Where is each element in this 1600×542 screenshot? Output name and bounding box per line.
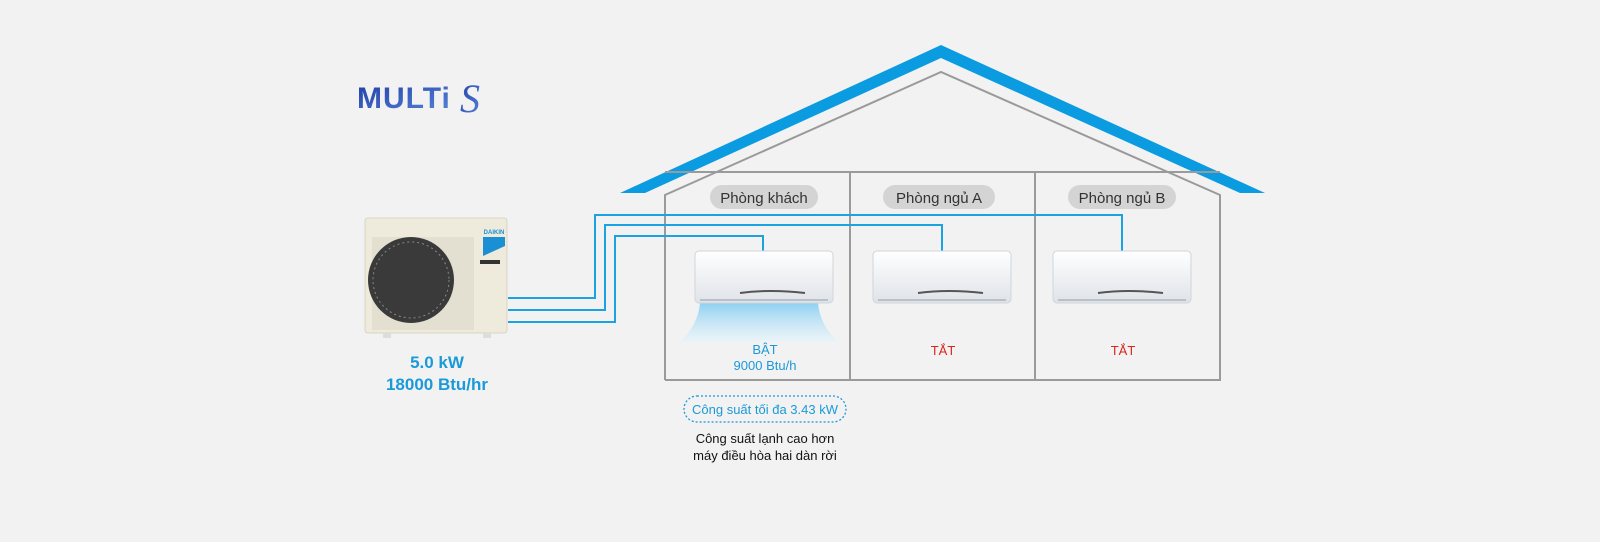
indoor-unit-bedroom-b xyxy=(1052,250,1192,304)
room-name: Phòng ngủ A xyxy=(896,190,982,207)
multi-s-logo: MULTi S xyxy=(357,76,480,121)
outdoor-capacity-btu: 18000 Btu/hr xyxy=(386,375,488,394)
unit-status-on: BẬT xyxy=(752,342,777,357)
max-capacity-badge xyxy=(683,395,847,423)
refrigerant-pipes xyxy=(508,214,1123,323)
cool-airflow xyxy=(680,303,838,342)
note-line-2: máy điều hòa hai dàn rời xyxy=(693,448,837,463)
room-label-living: Phòng khách xyxy=(710,185,818,209)
logo-mark: S xyxy=(460,76,480,121)
house-roof xyxy=(620,45,1265,193)
outdoor-brand-text: DAIKIN xyxy=(484,230,505,236)
max-capacity-text: Công suất tối đa 3.43 kW xyxy=(692,402,839,417)
note-line-1: Công suất lạnh cao hơn xyxy=(696,431,835,446)
unit-status-off: TẮT xyxy=(1111,343,1136,358)
room-name: Phòng ngủ B xyxy=(1079,190,1166,207)
indoor-unit-bedroom-a xyxy=(872,250,1012,304)
logo-text: MULTi xyxy=(357,82,451,115)
daikin-logo-icon xyxy=(483,237,505,256)
room-label-bedroom-a: Phòng ngủ A xyxy=(883,185,995,209)
room-label-bedroom-b: Phòng ngủ B xyxy=(1068,185,1176,209)
indoor-unit-living xyxy=(694,250,834,304)
outdoor-capacity-kw: 5.0 kW xyxy=(410,353,465,372)
outdoor-unit: DAIKIN 5.0 kW 18000 Btu/hr xyxy=(364,217,508,394)
unit-capacity: 9000 Btu/h xyxy=(734,358,797,373)
room-name: Phòng khách xyxy=(720,190,808,207)
unit-status-off: TẮT xyxy=(931,343,956,358)
